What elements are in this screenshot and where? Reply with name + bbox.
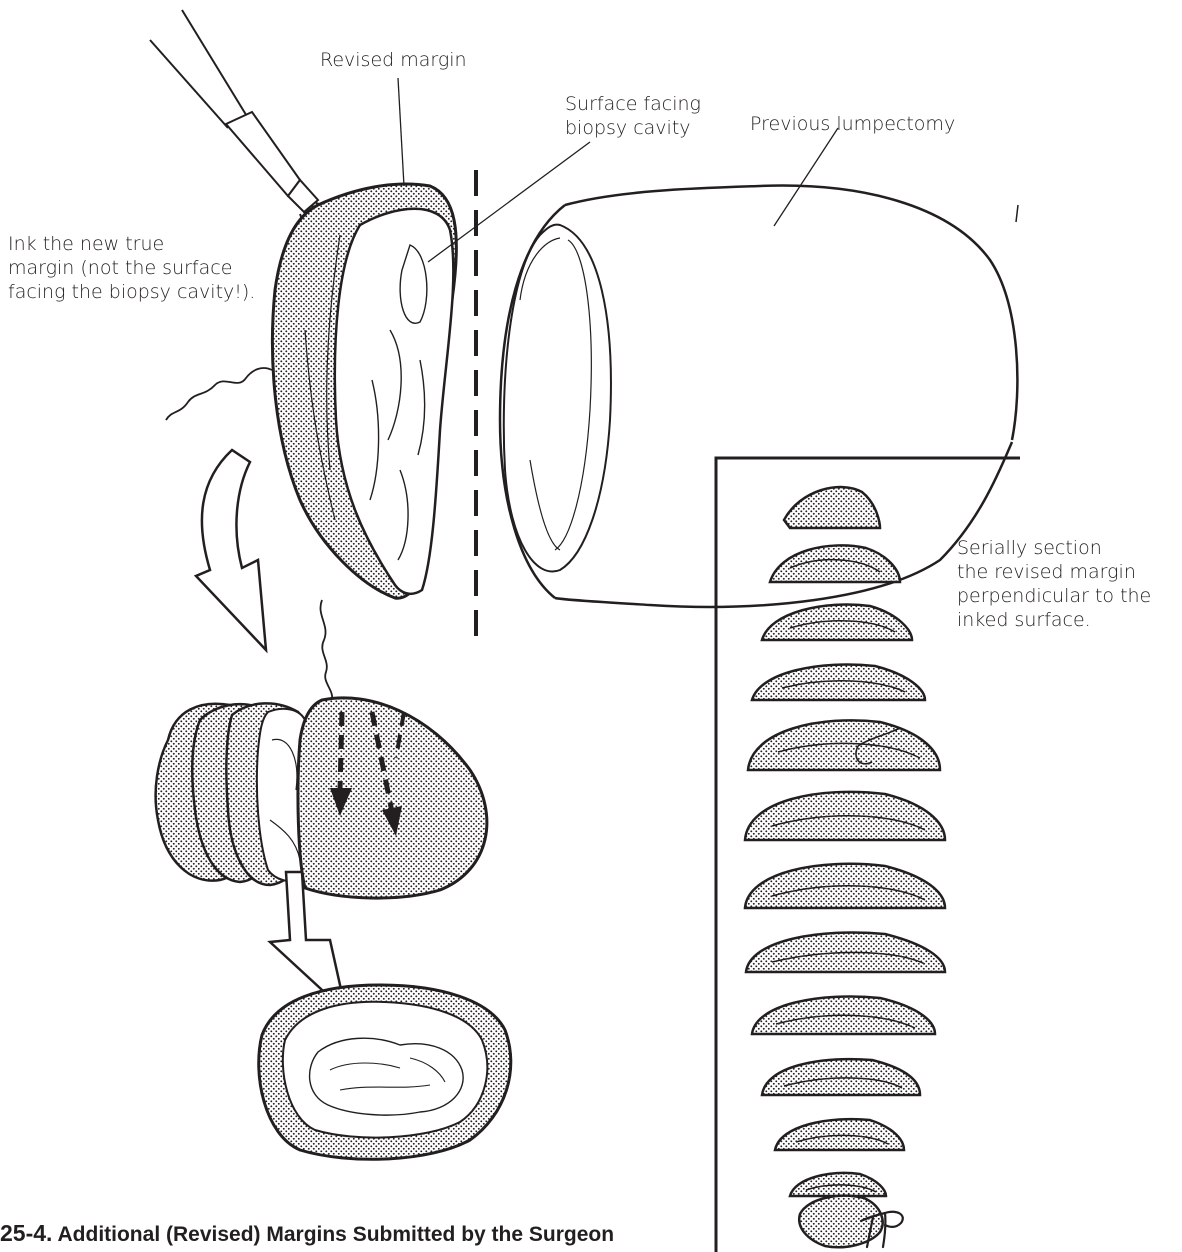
serial-instruction-line4: inked surface. [957, 608, 1091, 632]
serial-sections-stack [745, 487, 945, 1247]
figure-caption: 25-4. Additional (Revised) Margins Submi… [0, 1220, 614, 1248]
ink-instruction-line2: margin (not the surface [8, 256, 232, 280]
serial-instruction-line1: Serially section [957, 536, 1102, 560]
suture-icon [320, 600, 332, 700]
surface-facing-label-line1: Surface facing [565, 92, 701, 116]
serial-instruction-line2: the revised margin [957, 560, 1136, 584]
down-arrow-icon [196, 450, 266, 650]
previous-lumpectomy-specimen [500, 186, 1018, 607]
ink-instruction-line3: facing the biopsy cavity!). [8, 280, 255, 304]
suture-icon [166, 368, 272, 420]
inked-face [298, 698, 487, 898]
revised-margin-specimen [272, 184, 456, 598]
serial-instruction-line3: perpendicular to the [957, 584, 1151, 608]
single-section [259, 985, 511, 1159]
artist-signature [855, 1205, 915, 1250]
ink-instruction-line1: Ink the new true [8, 232, 164, 256]
figure-title: Additional (Revised) Margins Submitted b… [58, 1223, 615, 1246]
sliced-specimen [156, 698, 487, 898]
figure-number: 25-4. [0, 1220, 52, 1246]
previous-lumpectomy-label: Previous lumpectomy [750, 112, 955, 136]
surface-facing-label-line2: biopsy cavity [565, 116, 691, 140]
revised-margin-label: Revised margin [320, 48, 467, 72]
